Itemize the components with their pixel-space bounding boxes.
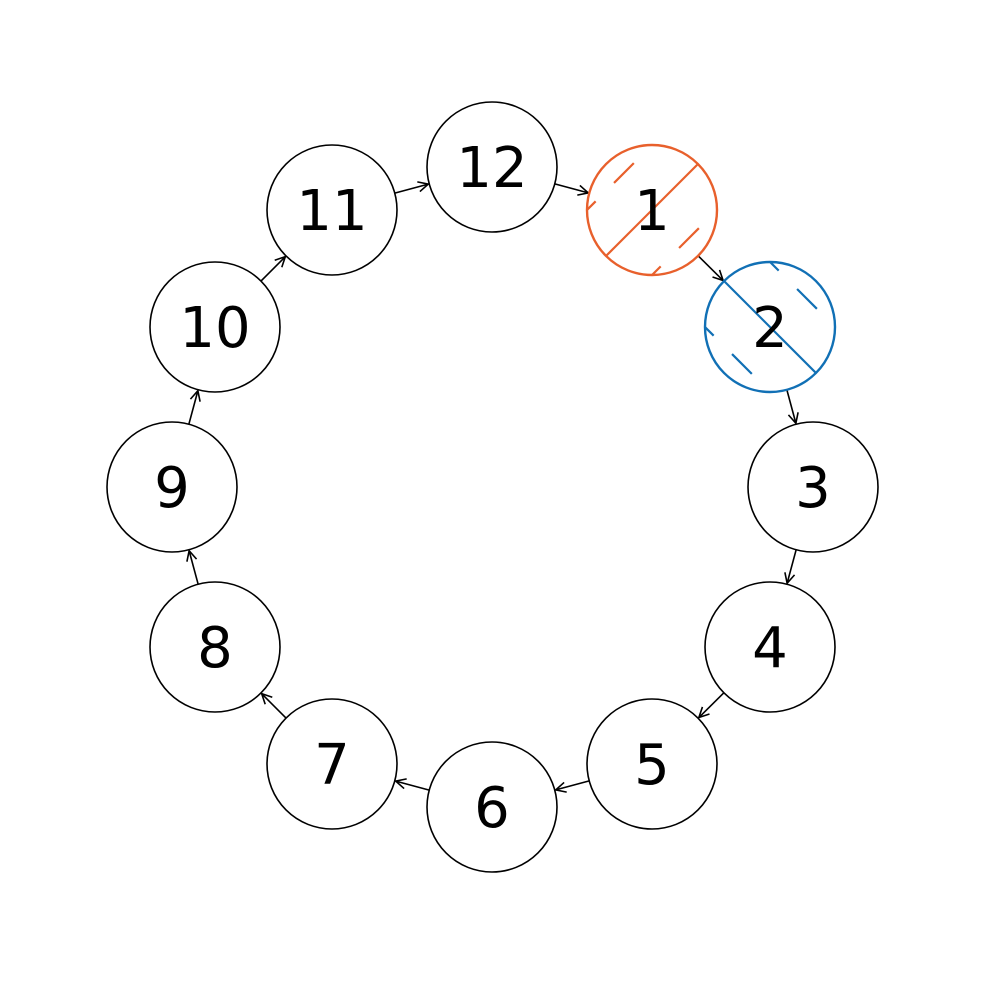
node-label: 10 <box>179 296 250 361</box>
node-4: 4 <box>704 581 836 713</box>
node-1: 1 <box>585 143 719 277</box>
node-3: 3 <box>747 421 879 553</box>
node-2: 2 <box>703 260 837 394</box>
node-circle <box>107 422 237 552</box>
edge-5-to-6 <box>556 780 590 790</box>
edge-7-to-8 <box>262 694 287 719</box>
node-label: 4 <box>752 616 788 681</box>
node-label: 3 <box>795 456 831 521</box>
edge-8-to-9 <box>189 551 199 585</box>
node-12: 12 <box>426 101 558 233</box>
node-label: 8 <box>197 616 233 681</box>
node-circle <box>267 145 397 275</box>
node-6: 6 <box>426 741 558 873</box>
node-9: 9 <box>106 421 238 553</box>
node-label: 1 <box>634 179 670 244</box>
node-circle <box>705 582 835 712</box>
node-circle <box>267 699 397 829</box>
hatch-pattern <box>705 262 835 392</box>
node-7: 7 <box>266 698 398 830</box>
edge-4-to-5 <box>699 692 725 718</box>
edges-layer <box>189 184 796 790</box>
node-5: 5 <box>586 698 718 830</box>
node-label: 12 <box>456 136 527 201</box>
node-11: 11 <box>266 144 398 276</box>
edge-10-to-11 <box>260 257 285 282</box>
edge-3-to-4 <box>787 549 797 583</box>
edge-2-to-3 <box>786 389 796 423</box>
edge-9-to-10 <box>188 391 198 425</box>
node-label: 2 <box>752 296 788 361</box>
node-8: 8 <box>149 581 281 713</box>
hatch-pattern <box>587 145 717 275</box>
edge-1-to-2 <box>697 255 723 281</box>
node-circle <box>587 699 717 829</box>
edge-11-to-12 <box>394 184 428 194</box>
node-label: 7 <box>314 733 350 798</box>
node-circle <box>150 262 280 392</box>
node-label: 5 <box>634 733 670 798</box>
node-circle <box>748 422 878 552</box>
node-circle <box>427 742 557 872</box>
edge-6-to-7 <box>396 781 430 791</box>
node-10: 10 <box>149 261 281 393</box>
node-circle <box>427 102 557 232</box>
node-circle <box>150 582 280 712</box>
edge-12-to-1 <box>554 183 588 193</box>
node-label: 11 <box>296 179 367 244</box>
node-label: 9 <box>154 456 190 521</box>
node-label: 6 <box>474 776 510 841</box>
